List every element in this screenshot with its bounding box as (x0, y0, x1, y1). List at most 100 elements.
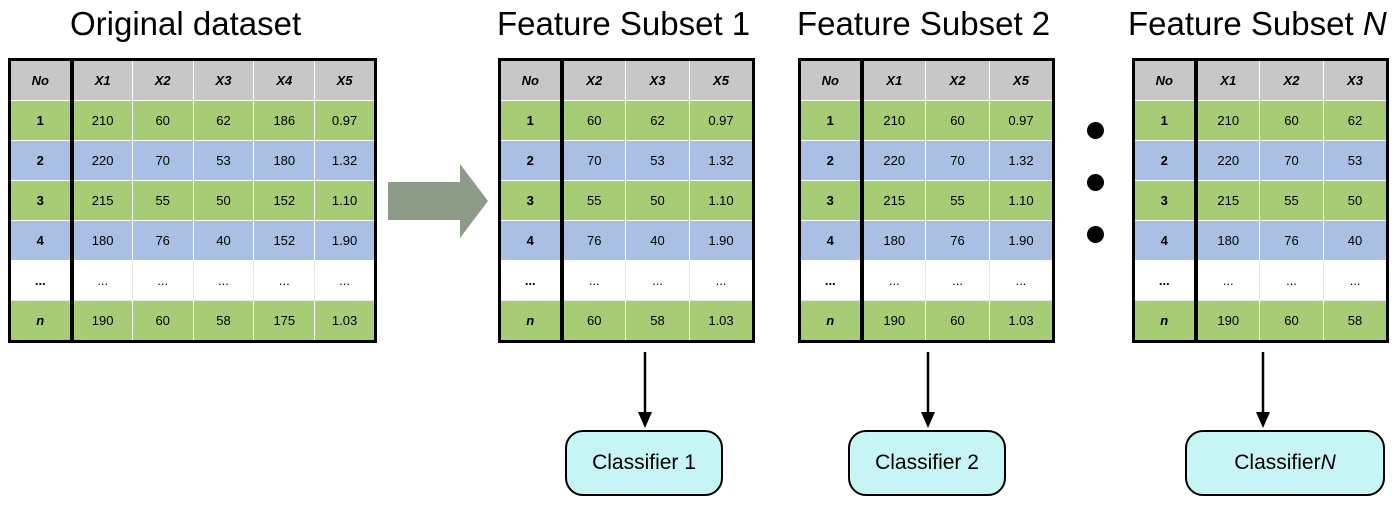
table-cell: 220 (71, 140, 133, 181)
table-cell: 1.03 (314, 300, 376, 342)
table-cell: ... (1259, 260, 1324, 301)
table-cell: 40 (1323, 220, 1388, 261)
table-cell: 70 (561, 140, 626, 181)
row-number-cell: 2 (499, 140, 564, 181)
table-cell: 1.03 (989, 300, 1054, 342)
table-row: .................. (9, 260, 376, 301)
table-cell: 190 (71, 300, 133, 342)
table-cell: 53 (1323, 140, 1388, 181)
row-number-cell: 3 (799, 180, 864, 221)
classifier-2-box: Classifier 2 (848, 430, 1006, 496)
table-cell: ... (314, 260, 376, 301)
row-number-cell: 4 (9, 220, 74, 261)
column-header: X5 (314, 59, 376, 101)
table-cell: 180 (1195, 220, 1260, 261)
column-header: X3 (1323, 59, 1388, 101)
table-cell: 215 (1195, 180, 1260, 221)
down-arrow-icon (1256, 352, 1270, 428)
classifier-1-label: Classifier 1 (592, 451, 696, 474)
table-cell: 1.32 (989, 140, 1054, 181)
table-row: ............ (1133, 260, 1388, 301)
table-cell: 186 (253, 100, 316, 141)
row-number-cell: 3 (1133, 180, 1198, 221)
feature-subset-2-title: Feature Subset 2 (797, 5, 1051, 42)
table-cell: 62 (192, 100, 255, 141)
table-cell: 70 (1259, 140, 1324, 181)
table-cell: 70 (925, 140, 990, 181)
column-header: X3 (192, 59, 255, 101)
row-number-cell: 1 (9, 100, 74, 141)
table-cell: 60 (925, 100, 990, 141)
table-cell: 180 (71, 220, 133, 261)
table-cell: 1.10 (314, 180, 376, 221)
table-cell: 190 (1195, 300, 1260, 342)
row-number-cell: 4 (799, 220, 864, 261)
row-number-cell: n (499, 300, 564, 342)
table-cell: 58 (192, 300, 255, 342)
table-cell: 60 (561, 300, 626, 342)
table-cell: 55 (1259, 180, 1324, 221)
row-number-cell: n (9, 300, 74, 342)
row-number-cell: 2 (9, 140, 74, 181)
table-cell: 1.90 (314, 220, 376, 261)
table-cell: ... (625, 260, 690, 301)
table-cell: 55 (925, 180, 990, 221)
table-cell: 76 (561, 220, 626, 261)
column-header: X5 (989, 59, 1054, 101)
column-header: X2 (925, 59, 990, 101)
row-number-cell: ... (1133, 260, 1198, 301)
table-cell: ... (192, 260, 255, 301)
table-cell: 60 (1259, 100, 1324, 141)
table-cell: 62 (1323, 100, 1388, 141)
table-cell: 60 (561, 100, 626, 141)
table-cell: 40 (625, 220, 690, 261)
table-cell: 50 (192, 180, 255, 221)
table-cell: 76 (1259, 220, 1324, 261)
row-number-cell: 1 (499, 100, 564, 141)
column-header: No (1133, 59, 1198, 101)
table-cell: 220 (861, 140, 926, 181)
table-cell: 58 (625, 300, 690, 342)
row-number-cell: 3 (499, 180, 564, 221)
table-cell: 50 (1323, 180, 1388, 221)
row-number-cell: ... (799, 260, 864, 301)
classifier-n-label: Classifier (1234, 451, 1321, 474)
column-header: X1 (71, 59, 133, 101)
column-header: No (499, 59, 564, 101)
table-cell: 0.97 (989, 100, 1054, 141)
row-number-cell: 1 (1133, 100, 1198, 141)
column-header: X2 (131, 59, 194, 101)
row-number-cell: 4 (499, 220, 564, 261)
table-cell: 180 (253, 140, 316, 181)
table-row: ............ (499, 260, 754, 301)
column-header: No (9, 59, 74, 101)
row-number-cell: 1 (799, 100, 864, 141)
table-cell: 58 (1323, 300, 1388, 342)
transform-arrow-icon (388, 164, 488, 238)
table-cell: 40 (192, 220, 255, 261)
table-cell: 210 (71, 100, 133, 141)
row-number-cell: 2 (1133, 140, 1198, 181)
column-header: X3 (625, 59, 690, 101)
column-header: X4 (253, 59, 316, 101)
row-number-cell: 2 (799, 140, 864, 181)
table-cell: 1.03 (689, 300, 754, 342)
feature-subset-n-title-text: Feature Subset (1128, 5, 1363, 42)
